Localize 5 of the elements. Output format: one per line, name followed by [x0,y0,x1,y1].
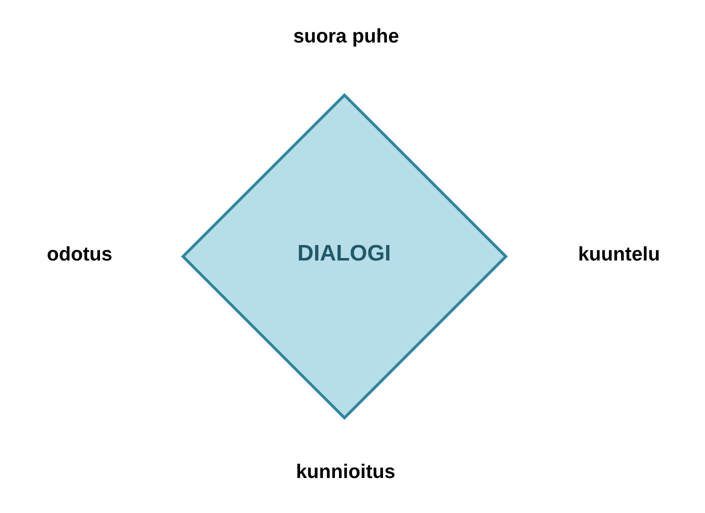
label: kunnioitus [296,460,396,483]
label: kuuntelu [578,243,660,266]
label: odotus [46,243,112,266]
label: suora puhe [293,26,400,48]
node-diamond: DIALOGI [181,93,508,420]
